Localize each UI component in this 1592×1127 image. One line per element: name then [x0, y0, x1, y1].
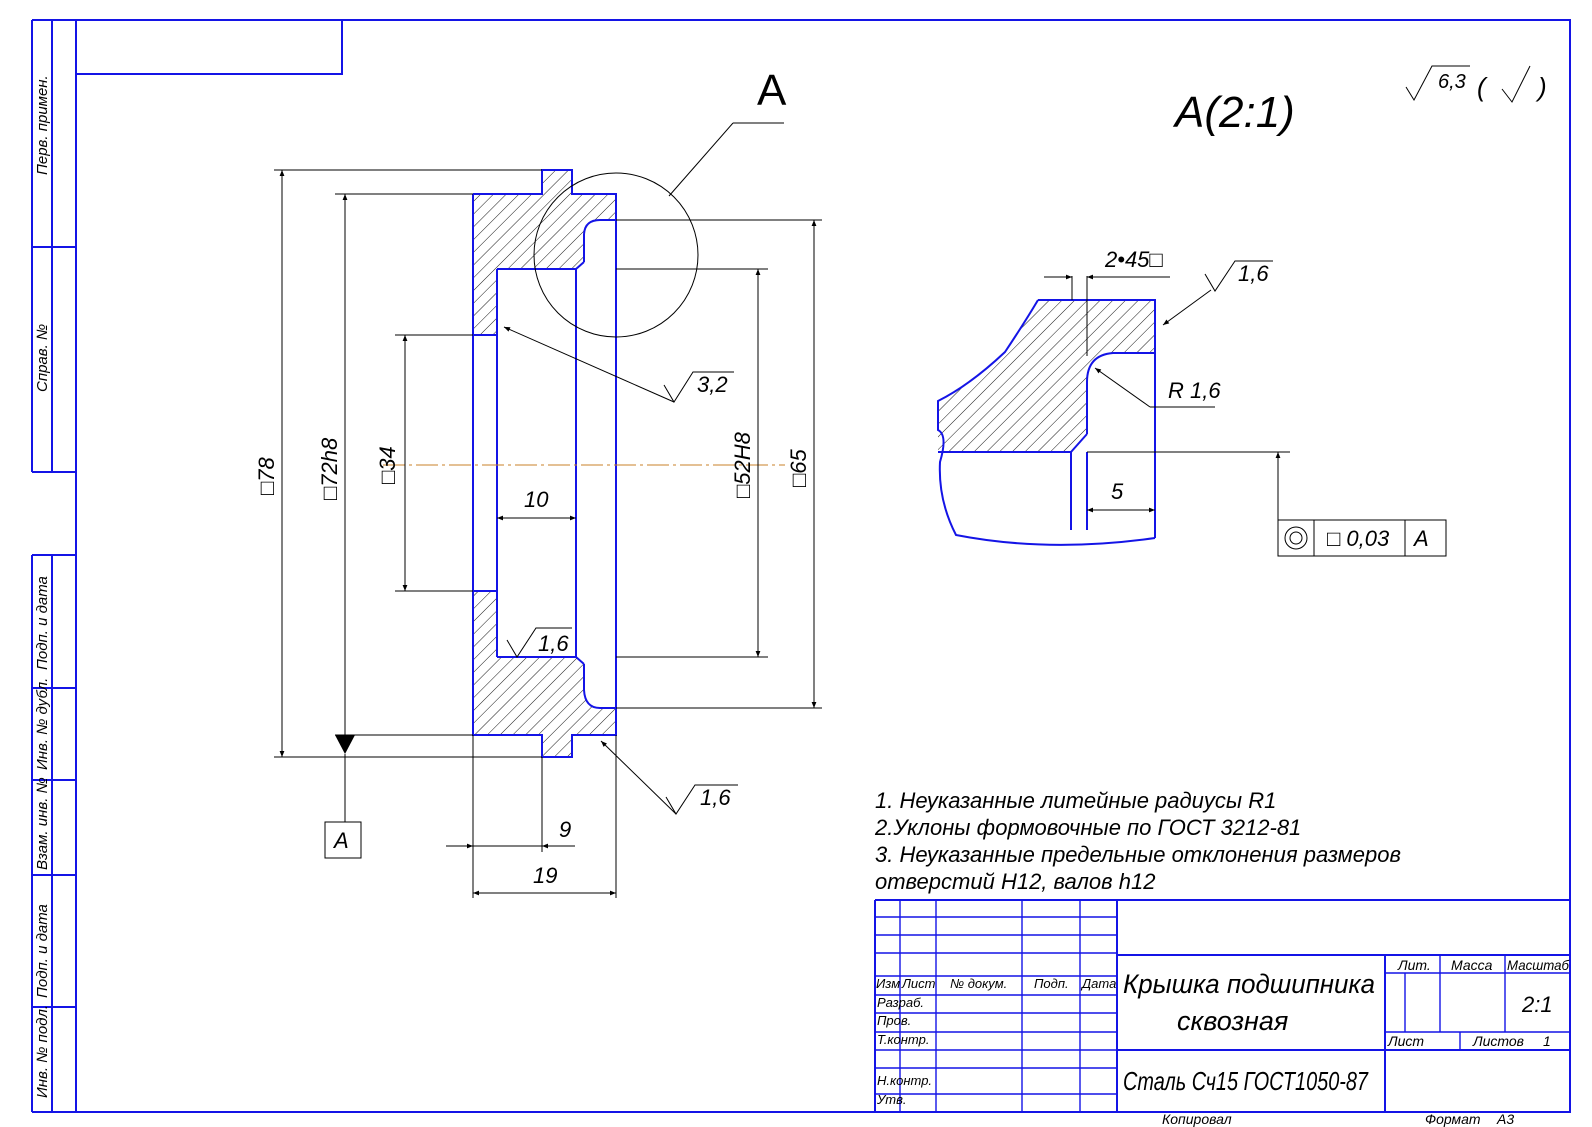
- tb-listov-value: 1: [1543, 1033, 1551, 1049]
- dim-d52H8: □52H8: [730, 431, 755, 498]
- tb-col-data: Дата: [1080, 976, 1116, 991]
- rough-3-2: 3,2: [697, 372, 728, 397]
- tb-col-list: Лист: [901, 976, 936, 991]
- tb-material: Сталь Сч15 ГОСТ1050-87: [1123, 1066, 1369, 1096]
- detail-rough: 1,6: [1238, 261, 1269, 286]
- rough-bracket-close: ): [1535, 72, 1547, 102]
- detail-len5: 5: [1111, 479, 1124, 504]
- roughness-general: 6,3 ( ): [1405, 65, 1547, 103]
- tb-masshtab: Масштаб: [1507, 957, 1570, 973]
- side-stamp-labels: Перв. примен. Справ. № Подп. и дата Инв.…: [34, 75, 51, 1098]
- side-label-sprav-no: Справ. №: [34, 324, 51, 392]
- dim-d65: □65: [786, 448, 811, 487]
- tb-lit: Лит.: [1397, 957, 1431, 973]
- detail-chamfer: 2•45□: [1104, 247, 1163, 272]
- tb-tkontr: Т.контр.: [877, 1032, 929, 1047]
- dimension-texts: □78 □72h8 □34 □52H8 □65 10 9 19 А: [254, 431, 811, 888]
- view-label-a: А: [757, 66, 787, 115]
- dim-len19: 19: [533, 863, 557, 888]
- detail-radius: R 1,6: [1168, 378, 1221, 403]
- side-label-perv-primen: Перв. примен.: [34, 75, 51, 175]
- tb-name-line1: Крышка подшипника: [1123, 969, 1375, 999]
- tb-name-line2: сквозная: [1177, 1006, 1288, 1036]
- dim-d34: □34: [375, 446, 400, 484]
- tb-format: Формат: [1425, 1111, 1481, 1127]
- tb-scale-value: 2:1: [1521, 992, 1553, 1017]
- tb-utv: Утв.: [876, 1092, 907, 1107]
- roughness-symbols-main: 3,2 1,6 1,6: [503, 326, 738, 815]
- side-label-inv-podl: Инв. № подл.: [34, 1005, 51, 1098]
- rough-general-value: 6,3: [1438, 71, 1466, 93]
- tb-nkontr: Н.контр.: [877, 1073, 932, 1088]
- dim-d72h8: □72h8: [317, 437, 342, 500]
- tb-massa: Масса: [1451, 957, 1493, 973]
- dim-d78: □78: [254, 456, 279, 495]
- note-4: отверстий Н12, валов h12: [875, 869, 1155, 894]
- dim-len10: 10: [524, 487, 549, 512]
- tb-kopiroval: Копировал: [1162, 1111, 1232, 1127]
- tb-format-value: А3: [1496, 1111, 1514, 1127]
- note-2: 2.Уклоны формовочные по ГОСТ 3212-81: [874, 815, 1301, 840]
- detail-view: [937, 260, 1447, 557]
- title-block-texts: Изм Лист № докум. Подп. Дата Разраб. Про…: [876, 957, 1570, 1127]
- tb-razrab: Разраб.: [877, 995, 924, 1010]
- technical-notes: 1. Неуказанные литейные радиусы R1 2.Укл…: [874, 788, 1401, 894]
- tb-listov: Листов: [1472, 1033, 1524, 1049]
- tolerance-datum: А: [1412, 526, 1429, 551]
- tolerance-value: □ 0,03: [1327, 526, 1390, 551]
- rough-1-6-inner: 1,6: [538, 631, 569, 656]
- datum-label: А: [332, 828, 349, 853]
- note-1: 1. Неуказанные литейные радиусы R1: [875, 788, 1276, 813]
- side-label-inv-dubl: Инв. № дубл.: [34, 678, 51, 770]
- dimension-lines: [274, 169, 822, 898]
- rough-bracket-open: (: [1477, 72, 1488, 102]
- tb-list: Лист: [1387, 1033, 1424, 1049]
- side-label-vzam-inv: Взам. инв. №: [34, 777, 51, 870]
- tb-col-docum: № докум.: [950, 976, 1007, 991]
- detail-title: А(2:1): [1172, 88, 1295, 137]
- title-block: [874, 899, 1570, 1112]
- detail-texts: 2•45□ 1,6 R 1,6 5 □ 0,03 А: [1104, 247, 1429, 551]
- sheet-frame: [31, 19, 1571, 1113]
- tb-col-podp: Подп.: [1034, 976, 1069, 991]
- main-section-view: [383, 122, 785, 758]
- tb-prov: Пров.: [877, 1013, 911, 1028]
- side-label-podp-data-2: Подп. и дата: [34, 904, 51, 998]
- rough-1-6-bottom: 1,6: [700, 785, 731, 810]
- tb-col-izm: Изм: [876, 976, 900, 991]
- side-label-podp-data-1: Подп. и дата: [34, 576, 51, 670]
- note-3: 3. Неуказанные предельные отклонения раз…: [875, 842, 1401, 867]
- dim-len9: 9: [559, 817, 571, 842]
